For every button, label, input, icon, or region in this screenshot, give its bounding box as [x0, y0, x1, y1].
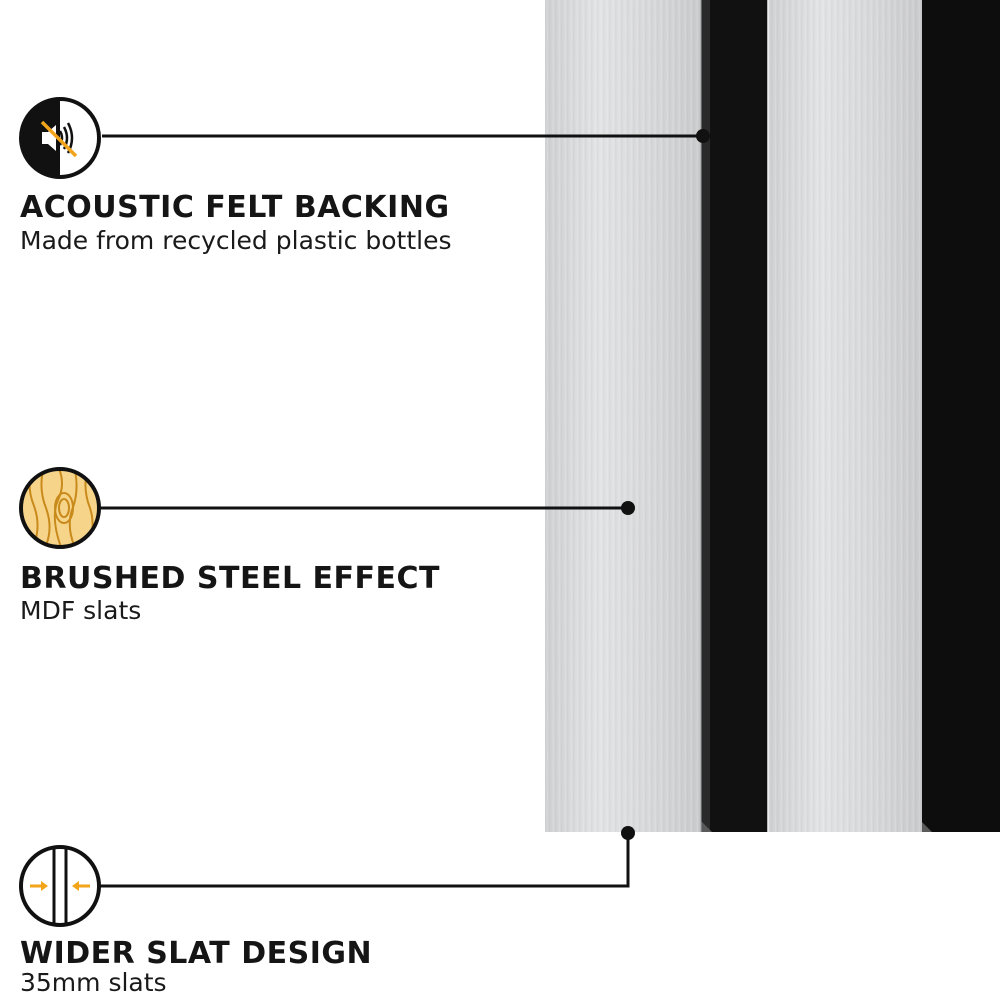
callout-line-felt	[102, 129, 710, 143]
feature-subtitle-steel: MDF slats	[20, 596, 142, 625]
wood-grain-icon	[18, 466, 102, 550]
callout-line-steel	[98, 501, 635, 515]
feature-subtitle-felt: Made from recycled plastic bottles	[20, 226, 452, 255]
feature-title-felt: ACOUSTIC FELT BACKING	[20, 190, 450, 225]
feature-title-width: WIDER SLAT DESIGN	[20, 936, 373, 971]
felt-gap-left	[700, 0, 772, 832]
muted-speaker-icon	[18, 96, 102, 180]
feature-subtitle-width: 35mm slats	[20, 968, 167, 997]
feature-title-steel: BRUSHED STEEL EFFECT	[20, 561, 440, 596]
callout-line-width	[100, 826, 635, 888]
slat-width-icon	[18, 844, 102, 928]
felt-gap-right	[920, 0, 1000, 832]
